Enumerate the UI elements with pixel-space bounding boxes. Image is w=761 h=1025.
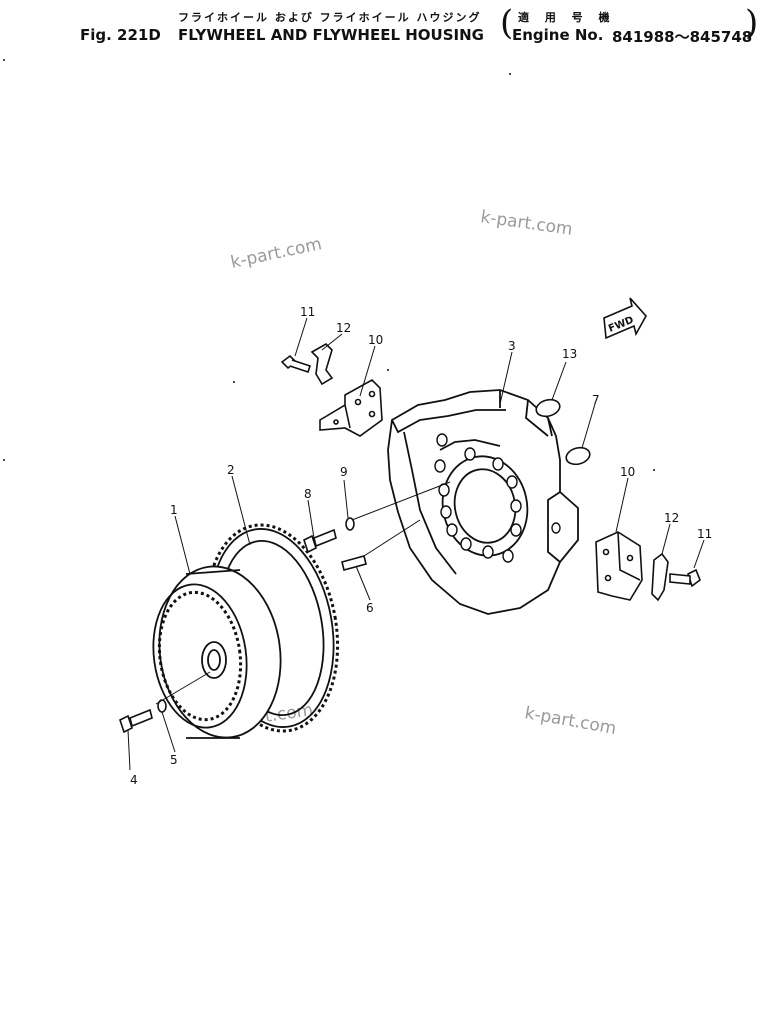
cover-plug-part-7 bbox=[565, 446, 591, 466]
bolt-part-8 bbox=[303, 528, 337, 554]
callout-11-lower: 11 bbox=[697, 527, 712, 541]
open-paren: ( bbox=[500, 3, 514, 43]
callout-8: 8 bbox=[304, 487, 312, 501]
watermark-text: k-part.com bbox=[479, 207, 573, 240]
callout-12-lower: 12 bbox=[664, 511, 679, 525]
callout-13: 13 bbox=[562, 347, 577, 361]
flywheel-part-1 bbox=[152, 565, 282, 739]
figure-number: Fig. 221D bbox=[80, 26, 161, 44]
scan-specks bbox=[3, 59, 655, 471]
callout-5: 5 bbox=[170, 753, 178, 767]
housing-bolt-holes bbox=[434, 433, 561, 563]
washer-part-9 bbox=[345, 517, 355, 531]
dowel-pin-part-6 bbox=[341, 555, 367, 571]
engine-number-range: 841988～845748 bbox=[612, 28, 753, 46]
callout-9: 9 bbox=[340, 465, 348, 479]
engine-number-label: Engine No. bbox=[512, 26, 604, 44]
bracket-lower-part-10 bbox=[595, 531, 643, 601]
leader-lines bbox=[127, 317, 705, 771]
bracket-upper-part-10 bbox=[319, 379, 383, 437]
cover-plug-part-13 bbox=[535, 398, 561, 418]
callout-10-upper: 10 bbox=[368, 333, 383, 347]
flywheel-housing-part-3 bbox=[387, 389, 579, 615]
callout-10-lower: 10 bbox=[620, 465, 635, 479]
callout-1: 1 bbox=[170, 503, 178, 517]
callout-12-upper: 12 bbox=[336, 321, 351, 335]
watermark-text: k-part.com bbox=[229, 234, 324, 273]
close-paren: ) bbox=[745, 3, 759, 43]
callout-3: 3 bbox=[508, 339, 516, 353]
lock-plate-lower-part-12 bbox=[651, 552, 669, 602]
callout-2: 2 bbox=[227, 463, 235, 477]
callout-6: 6 bbox=[366, 601, 374, 615]
bolt-part-4 bbox=[119, 708, 153, 734]
fwd-arrow-icon: FWD bbox=[603, 297, 647, 340]
callout-4: 4 bbox=[130, 773, 138, 787]
callout-numbers: 1 2 3 4 5 6 7 8 9 10 10 11 11 12 12 13 bbox=[130, 305, 712, 787]
lock-plate-upper-part-12 bbox=[310, 343, 334, 386]
applicability-label-jp: 適 用 号 機 bbox=[518, 11, 616, 24]
bolt-upper-part-11 bbox=[280, 354, 312, 374]
bolt-lower-part-11 bbox=[669, 568, 701, 588]
callout-7: 7 bbox=[592, 393, 600, 407]
figure-title: FLYWHEEL AND FLYWHEEL HOUSING bbox=[178, 26, 484, 44]
callout-11-upper: 11 bbox=[300, 305, 315, 319]
subtitle-japanese: フライホイール および フライホイール ハウジング bbox=[178, 11, 482, 24]
alignment-lines bbox=[155, 481, 451, 705]
watermark-text: k-part.com bbox=[523, 703, 618, 739]
